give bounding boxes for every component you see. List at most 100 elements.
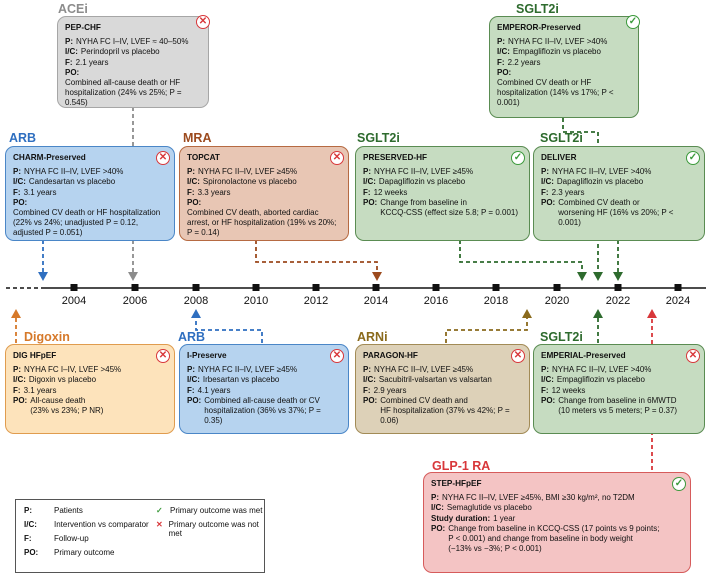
legend-key: PO:: [24, 548, 39, 557]
legend: P: Patients I/C: Intervention vs comparato…: [15, 499, 265, 573]
patients-value: NYHA FC II–IV, LVEF >40%: [508, 37, 608, 47]
followup-value: 1 year: [493, 513, 516, 523]
year-label: 2008: [183, 295, 209, 307]
legend-met: Primary outcome was met: [170, 506, 263, 515]
not-met-icon: ✕: [686, 349, 700, 363]
not-met-icon: ✕: [156, 349, 170, 363]
row-key: F:: [541, 385, 549, 395]
year-label: 2018: [483, 295, 509, 307]
outcome-value: Combined CV death and HF hospitalization…: [380, 395, 510, 426]
trial-box-paragon-hf: PARAGON-HF P:NYHA FC II–IV, LVEF ≥45% I/…: [355, 344, 530, 434]
outcome-value: Combined CV death or HF hospitalization …: [13, 208, 161, 238]
row-key: I/C:: [187, 375, 200, 385]
class-label-sglt2i: SGLT2i: [357, 131, 400, 145]
class-label-arni: ARNi: [357, 330, 388, 344]
row-key: P:: [541, 365, 549, 375]
trial-box-emperor-preserved: EMPEROR-Preserved P:NYHA FC II–IV, LVEF …: [489, 15, 640, 118]
class-label-arb: ARB: [9, 131, 37, 145]
row-key: PO:: [363, 395, 378, 405]
patients-value: NYHA FC II–IV, LVEF ≥45%: [198, 365, 298, 375]
row-key: P:: [497, 37, 505, 47]
row-key: P:: [363, 167, 371, 177]
row-key: P:: [65, 37, 73, 47]
legend-not-met: Primary outcome was not met: [168, 520, 259, 538]
row-key: PO:: [65, 67, 80, 77]
class-label-mra: MRA: [183, 131, 212, 145]
row-key: F:: [13, 385, 21, 395]
outcome-value: Combined CV death, aborted cardiac arres…: [187, 208, 337, 238]
row-key: F:: [187, 385, 195, 395]
trial-box-emperial-preserved: EMPERIAL-Preserved P:NYHA FC II–IV, LVEF…: [533, 344, 705, 434]
patients-value: NYHA FC II–IV, LVEF >40%: [24, 167, 124, 177]
followup-value: 2.3 years: [551, 187, 585, 197]
trial-title: DIG HFpEF: [13, 351, 57, 360]
trial-title: PEP-CHF: [65, 23, 101, 32]
row-key: PO:: [431, 523, 446, 533]
row-key: I/C:: [363, 375, 376, 385]
outcome-value: All-cause death (23% vs 23%; P NR): [30, 395, 104, 416]
trial-title: CHARM-Preserved: [13, 153, 86, 162]
check-icon: ✓: [511, 151, 525, 165]
row-key: I/C:: [13, 375, 26, 385]
intervention-value: Sacubitril-valsartan vs valsartan: [378, 375, 492, 385]
outcome-value: Combined CV death or HF hospitalization …: [497, 78, 614, 108]
not-met-icon: ✕: [330, 151, 344, 165]
year-tick: [372, 284, 380, 291]
row-key: PO:: [363, 197, 378, 207]
not-met-icon: ✕: [156, 151, 170, 165]
intervention-value: Dapagliflozin vs placebo: [556, 177, 644, 187]
class-label-arb: ARB: [178, 330, 206, 344]
class-label-acei: ACEi: [58, 2, 88, 16]
legend-value: Intervention vs comparator: [54, 520, 149, 529]
year-tick: [192, 284, 200, 291]
year-label: 2012: [303, 295, 329, 307]
row-key: P:: [13, 167, 21, 177]
trial-box-topcat: TOPCAT P:NYHA FC II–IV, LVEF ≥45% I/C:Sp…: [179, 146, 349, 241]
trial-title: PARAGON-HF: [363, 351, 418, 360]
check-icon: ✓: [156, 506, 163, 515]
year-label: 2016: [423, 295, 449, 307]
not-met-icon: ✕: [511, 349, 525, 363]
trial-box-step-hfpef: STEP-HFpEF P:NYHA FC II–IV, LVEF ≥45%, B…: [423, 472, 691, 573]
followup-value: 12 weeks: [551, 385, 586, 395]
intervention-value: Irbesartan vs placebo: [202, 375, 280, 385]
legend-value: Primary outcome: [54, 548, 115, 557]
cross-icon: ✕: [156, 520, 163, 529]
row-key: PO:: [13, 395, 28, 405]
outcome-value: Combined all-cause death or CV hospitali…: [204, 395, 321, 426]
followup-value: 12 weeks: [373, 187, 408, 197]
row-key: P:: [187, 365, 195, 375]
trial-title: EMPEROR-Preserved: [497, 23, 581, 32]
connector-paragon: [445, 318, 528, 343]
outcome-value: Combined all-cause death or HF hospitali…: [65, 78, 182, 108]
legend-key: I/C:: [24, 520, 37, 529]
year-tick: [674, 284, 682, 291]
year-label: 2010: [243, 295, 269, 307]
connector-preserved: [459, 240, 583, 272]
patients-value: NYHA FC II–IV, LVEF ≥45%: [374, 167, 474, 177]
legend-key: P:: [24, 506, 32, 515]
legend-value: Follow-up: [54, 534, 89, 543]
row-key: P:: [431, 493, 439, 503]
patients-value: NYHA FC II–IV, LVEF ≥45%, BMI ≥30 kg/m²,…: [442, 493, 635, 503]
row-key: I/C:: [541, 375, 554, 385]
legend-value: Patients: [54, 506, 83, 515]
trial-title: STEP-HFpEF: [431, 479, 482, 488]
row-key: PO:: [497, 67, 512, 77]
followup-value: 2.1 years: [75, 57, 109, 67]
row-key: F:: [497, 57, 505, 67]
row-key: F:: [363, 187, 371, 197]
year-tick: [70, 284, 78, 291]
trial-title: EMPERIAL-Preserved: [541, 351, 626, 360]
patients-value: NYHA FC I–IV, LVEF >45%: [24, 365, 122, 375]
not-met-icon: ✕: [196, 15, 210, 29]
patients-value: NYHA FC II–IV, LVEF >40%: [552, 167, 652, 177]
followup-value: 2.9 years: [373, 385, 407, 395]
row-key: P:: [187, 167, 195, 177]
class-label-sglt2i: SGLT2i: [516, 2, 559, 16]
year-tick: [252, 284, 260, 291]
year-tick: [492, 284, 500, 291]
year-label: 2020: [544, 295, 570, 307]
patients-value: NYHA FC II–IV, LVEF >40%: [552, 365, 652, 375]
followup-value: 2.2 years: [507, 57, 541, 67]
